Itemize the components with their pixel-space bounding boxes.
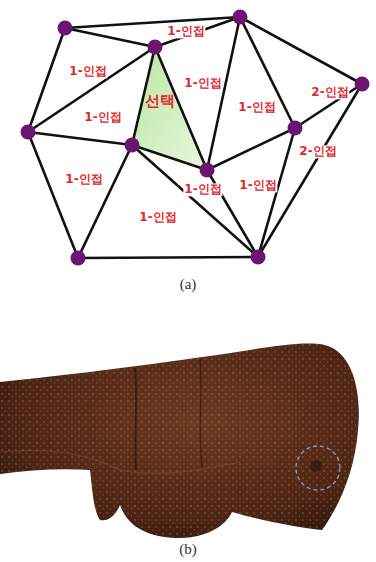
adjacency-label: 1-인접 — [64, 173, 103, 186]
adjacency-label: 2-인접 — [310, 86, 349, 99]
adjacency-label: 1-인접 — [238, 179, 277, 192]
adjacency-label: 1-인접 — [166, 25, 205, 38]
adjacency-label: 2-인접 — [298, 145, 337, 158]
panel-caption: (b) — [179, 541, 197, 558]
adjacency-label: 선택 — [144, 93, 176, 110]
adjacency-label: 1-인접 — [83, 111, 122, 124]
organ-render — [0, 344, 359, 538]
adjacency-label: 1-인접 — [138, 211, 177, 224]
adjacency-label: 1-인접 — [237, 101, 276, 114]
adjacency-label: 1-인접 — [68, 65, 107, 78]
selected-face — [132, 47, 207, 170]
adjacency-label: 1-인접 — [183, 77, 222, 90]
mesh-edges — [28, 17, 362, 258]
adjacency-label: 1-인접 — [183, 183, 222, 196]
mesh-vertices — [21, 10, 370, 266]
panel-caption: (a) — [180, 276, 197, 293]
highlight-circle — [296, 446, 340, 490]
